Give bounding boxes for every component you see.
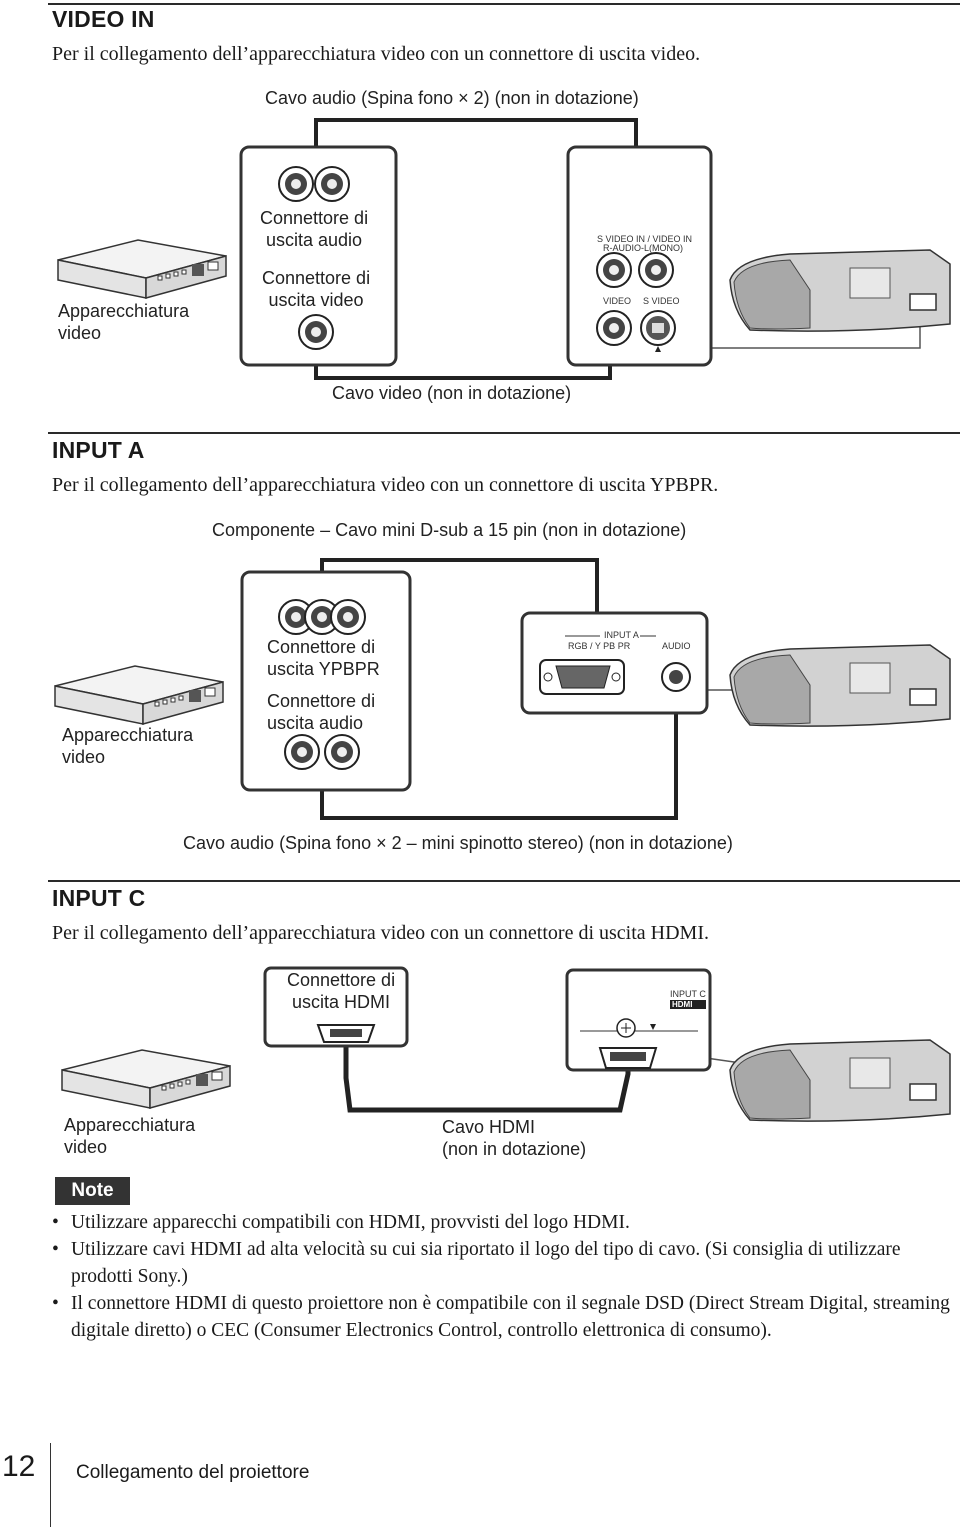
panel-label: AUDIO (662, 641, 691, 651)
list-item: • Utilizzare cavi HDMI ad alta velocità … (52, 1236, 952, 1290)
section-heading-input-a: INPUT A (52, 437, 145, 463)
section-description: Per il collegamento dell’apparecchiatura… (52, 474, 719, 496)
cable-label: Cavo audio (Spina fono × 2 – mini spinot… (183, 833, 733, 853)
section-heading-video-in: VIDEO IN (52, 6, 155, 32)
audio-jack-icon (661, 662, 691, 692)
dsub-connector-icon (539, 659, 625, 695)
panel-label: R-AUDIO-L(MONO) (603, 243, 683, 253)
panel-label: RGB / Y PB PR (568, 641, 631, 651)
section-rule (48, 880, 960, 882)
connector-label: Connettore di uscita YPBPR (267, 637, 380, 679)
hdmi-logo-text: HDMI (672, 1000, 693, 1009)
section-heading-input-c: INPUT C (52, 885, 146, 911)
bullet-icon: • (52, 1293, 59, 1314)
bullet-icon: • (52, 1212, 59, 1233)
connector-label: Connettore di uscita audio (260, 208, 369, 250)
panel-label: INPUT A (604, 630, 639, 640)
connector-label: Connettore di uscita HDMI (287, 970, 396, 1012)
note-text: Il connettore HDMI di questo proiettore … (71, 1293, 950, 1341)
panel-label: INPUT C (670, 989, 706, 999)
note-text: Utilizzare cavi HDMI ad alta velocità su… (71, 1239, 901, 1287)
cable-label: Cavo HDMI (non in dotazione) (442, 1117, 587, 1159)
footer-divider (50, 1443, 51, 1527)
chapter-title: Collegamento del proiettore (76, 1462, 310, 1483)
video-device-icon (61, 1049, 231, 1109)
list-item: • Utilizzare apparecchi compatibili con … (52, 1209, 952, 1236)
note-badge: Note (55, 1177, 130, 1205)
connector-label: Connettore di uscita video (262, 268, 371, 310)
bullet-icon: • (52, 1239, 59, 1260)
projector-icon (729, 1039, 951, 1122)
device-label: Apparecchiatura video (58, 301, 190, 343)
device-label: Apparecchiatura video (62, 725, 194, 767)
list-item: • Il connettore HDMI di questo proiettor… (52, 1290, 952, 1344)
arrow-icon (650, 1024, 656, 1030)
panel-label: VIDEO (603, 296, 632, 306)
input-a-diagram (54, 558, 951, 820)
hdmi-cable (343, 1040, 631, 1113)
hdmi-logo-icon (670, 1000, 706, 1009)
screw-icon (616, 1018, 636, 1038)
section-rule (48, 3, 960, 5)
video-in-diagram (57, 118, 951, 380)
section-rule (48, 432, 960, 434)
cable-label: Cavo video (non in dotazione) (332, 383, 572, 403)
input-c-diagram (61, 966, 951, 1122)
hdmi-port-icon (316, 1024, 376, 1043)
page-number: 12 (2, 1450, 36, 1483)
output-panel (239, 145, 398, 367)
cable-label: Componente – Cavo mini D-sub a 15 pin (n… (212, 520, 687, 540)
note-text: Utilizzare apparecchi compatibili con HD… (71, 1212, 630, 1233)
section-description: Per il collegamento dell’apparecchiatura… (52, 43, 701, 65)
svideo-connector-icon (640, 310, 676, 352)
cable-label: Cavo audio (Spina fono × 2) (non in dota… (265, 88, 639, 108)
input-panel (565, 968, 712, 1072)
input-panel (566, 145, 713, 367)
device-label: Apparecchiatura video (64, 1115, 196, 1157)
section-description: Per il collegamento dell’apparecchiatura… (52, 922, 709, 944)
connector-label: Connettore di uscita audio (267, 691, 376, 733)
panel-label: S VIDEO (643, 296, 680, 306)
hdmi-port-icon (598, 1047, 658, 1069)
panel-label: S VIDEO IN / VIDEO IN (597, 234, 693, 244)
